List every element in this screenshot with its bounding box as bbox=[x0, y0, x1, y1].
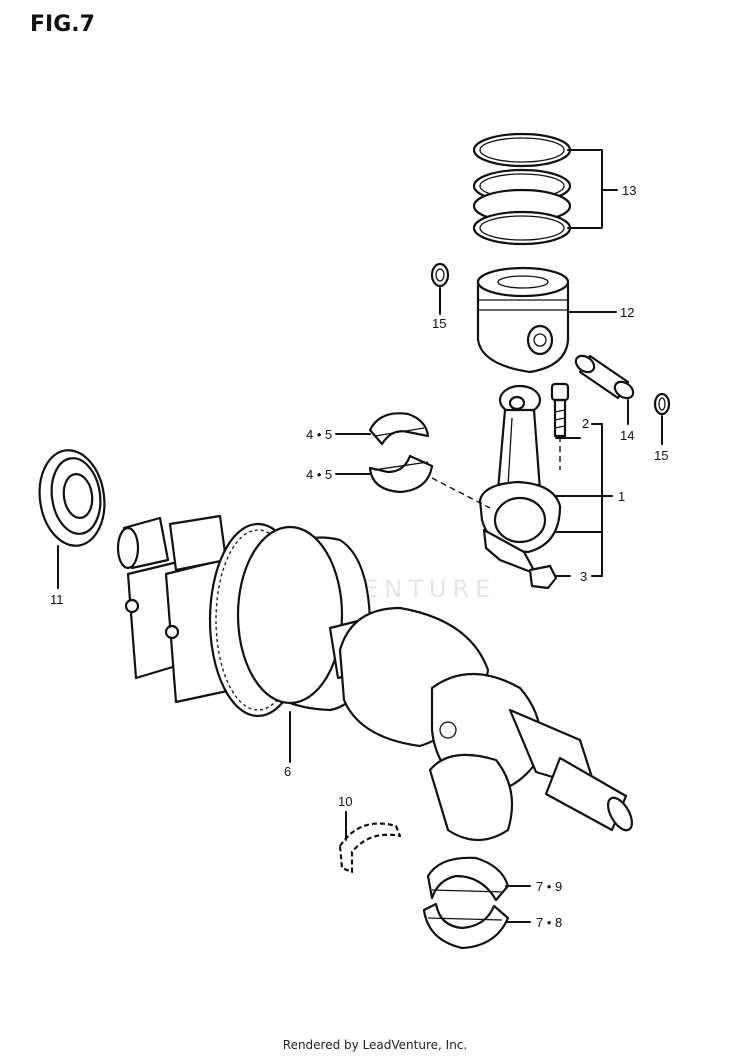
conrod-bolt[interactable] bbox=[550, 382, 570, 438]
figure-title: FIG.7 bbox=[30, 12, 95, 37]
callout-6: 6 bbox=[284, 764, 291, 779]
callout-11: 11 bbox=[50, 592, 64, 607]
connecting-rod[interactable] bbox=[478, 384, 562, 576]
callout-13: 13 bbox=[622, 183, 636, 198]
main-bearing-upper[interactable] bbox=[426, 856, 510, 902]
callout-7-9: 7 • 9 bbox=[536, 879, 562, 894]
callout-4-5-lower: 4 • 5 bbox=[306, 467, 332, 482]
piston-rings[interactable] bbox=[472, 132, 572, 246]
circlip-right[interactable] bbox=[653, 392, 671, 416]
callout-3: 3 bbox=[580, 569, 587, 584]
bracket-13 bbox=[567, 149, 603, 229]
callout-7-8: 7 • 8 bbox=[536, 915, 562, 930]
conrod-bearing-upper[interactable] bbox=[368, 412, 430, 446]
conrod-nut[interactable] bbox=[528, 564, 558, 590]
callout-15-left: 15 bbox=[432, 316, 446, 331]
callout-2: 2 bbox=[582, 416, 589, 431]
callout-1: 1 bbox=[618, 489, 625, 504]
main-bearing-lower[interactable] bbox=[422, 902, 510, 950]
circlip-left[interactable] bbox=[430, 262, 450, 288]
bearing-guide-line bbox=[431, 477, 491, 509]
callout-12: 12 bbox=[620, 305, 634, 320]
callout-4-5-upper: 4 • 5 bbox=[306, 427, 332, 442]
callout-10: 10 bbox=[338, 794, 352, 809]
piston[interactable] bbox=[476, 266, 570, 374]
callout-15-right: 15 bbox=[654, 448, 668, 463]
oil-seal[interactable] bbox=[34, 446, 111, 550]
thrust-washer[interactable] bbox=[338, 822, 402, 874]
callout-14: 14 bbox=[620, 428, 634, 443]
footer-credit: Rendered by LeadVenture, Inc. bbox=[282, 1038, 468, 1052]
crankshaft[interactable] bbox=[116, 514, 637, 841]
piston-pin[interactable] bbox=[573, 353, 636, 402]
bracket-rod bbox=[555, 423, 603, 577]
conrod-bearing-lower[interactable] bbox=[368, 454, 434, 494]
